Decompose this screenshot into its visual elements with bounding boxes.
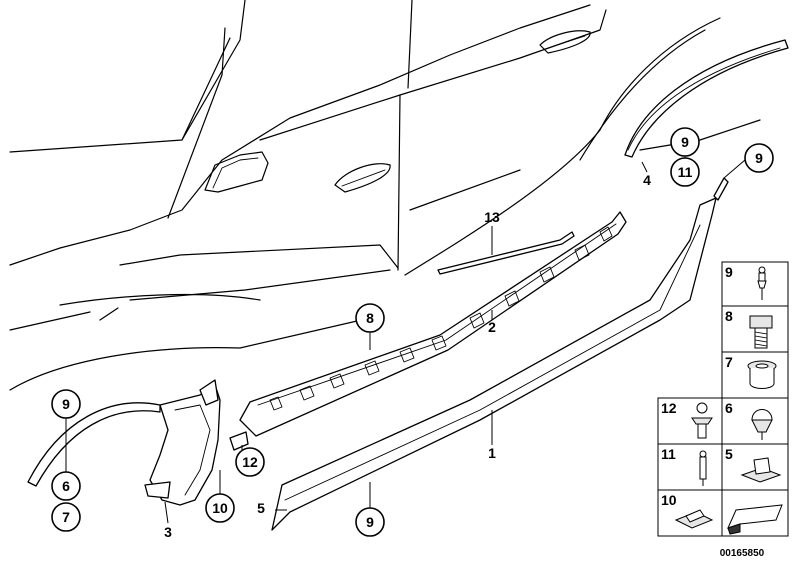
svg-text:13: 13 [484, 209, 500, 225]
callout-12-front: 12 [235, 447, 265, 477]
bracket-arrow-icon [727, 504, 783, 535]
clip-icon [691, 402, 713, 439]
part-label-2: 2 [488, 319, 496, 335]
part-label-4: 4 [643, 172, 651, 188]
screw-icon [749, 315, 773, 349]
callout-9-rear-sill: 9 [744, 143, 774, 173]
svg-text:9: 9 [681, 134, 689, 150]
rear-wheel-arch-trim [624, 39, 789, 158]
callout-10-front: 10 [205, 493, 235, 523]
callout-8: 8 [355, 303, 385, 333]
expansion-rivet-icon [751, 409, 773, 440]
sill-carrier-2 [239, 211, 627, 437]
svg-text:10: 10 [212, 500, 228, 516]
grid-label-9: 9 [725, 264, 733, 280]
grid-label-11: 11 [661, 446, 676, 462]
grid-label-6: 6 [725, 400, 733, 416]
document-number: 00165850 [720, 548, 765, 559]
trim-strip-13 [437, 231, 575, 275]
callout-9-front-arch: 9 [51, 389, 81, 419]
callout-5-sill: 5 [257, 500, 265, 516]
part-label-3: 3 [164, 524, 172, 540]
front-wheel-arch-trim [27, 379, 249, 506]
rivet-icon [757, 266, 767, 300]
svg-text:7: 7 [62, 509, 70, 525]
side-sill-panel-1 [271, 177, 729, 531]
blind-rivet-icon [699, 450, 707, 486]
callout-11-rear-arch: 11 [670, 157, 700, 187]
fastener-grid: 9 8 7 12 6 11 5 10 [657, 261, 789, 537]
nut-icon [747, 360, 777, 389]
svg-text:9: 9 [755, 150, 763, 166]
callout-9-rear-arch: 9 [670, 127, 700, 157]
svg-text:11: 11 [678, 164, 693, 180]
grid-label-10: 10 [661, 492, 677, 508]
callout-9-sill: 9 [355, 507, 385, 537]
grid-label-12: 12 [661, 400, 677, 416]
svg-text:9: 9 [62, 396, 70, 412]
grid-label-5: 5 [725, 446, 733, 462]
svg-text:8: 8 [366, 310, 374, 326]
svg-text:12: 12 [242, 454, 258, 470]
car-body-outline [9, 0, 761, 391]
grid-label-7: 7 [725, 354, 733, 370]
part-label-1: 1 [488, 445, 496, 461]
callout-13: 13 [484, 209, 500, 225]
callout-6-front: 6 [51, 471, 81, 501]
grid-label-8: 8 [725, 308, 733, 324]
svg-text:5: 5 [257, 500, 265, 516]
svg-text:9: 9 [366, 514, 374, 530]
callout-7-front: 7 [51, 502, 81, 532]
svg-text:6: 6 [62, 478, 70, 494]
spring-nut-icon [674, 509, 714, 529]
plastic-clip-icon [740, 457, 782, 483]
